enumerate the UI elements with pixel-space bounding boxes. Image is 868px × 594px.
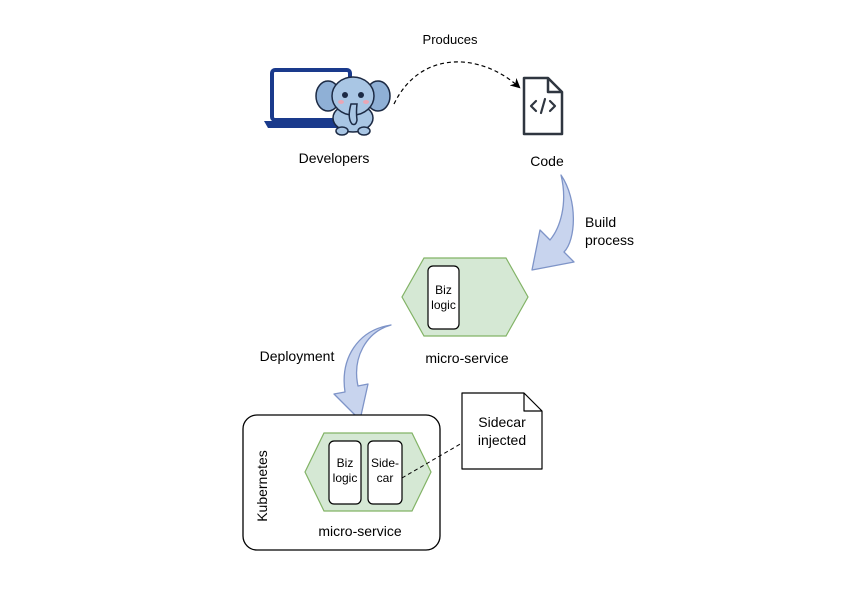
build-process-label-line1: Build <box>585 214 616 230</box>
code-label: Code <box>530 153 564 169</box>
microservice-hexagon-bottom: Biz logic Side- car <box>304 432 432 512</box>
biz-logic-bottom-line2: logic <box>333 471 358 485</box>
microservice-hexagon-top: Biz logic <box>401 257 529 337</box>
build-process-label-line2: process <box>585 232 634 248</box>
microservice-label-top: micro-service <box>425 350 508 366</box>
biz-logic-top-line2: logic <box>431 298 456 312</box>
produces-label: Produces <box>423 32 478 47</box>
biz-logic-box-top: Biz logic <box>427 265 460 330</box>
sidecar-box: Side- car <box>367 440 403 505</box>
deployment-label: Deployment <box>260 348 335 364</box>
kubernetes-label: Kubernetes <box>254 450 270 522</box>
produces-arrow <box>393 61 521 105</box>
build-process-arrow <box>531 174 575 271</box>
laptop-with-elephant-mascot-icon <box>264 68 391 136</box>
deployment-arrow <box>333 324 392 421</box>
elephant-mascot-icon <box>315 76 391 136</box>
biz-logic-box-bottom: Biz logic <box>328 440 362 505</box>
sidecar-line2: car <box>377 471 394 485</box>
biz-logic-bottom-line1: Biz <box>337 456 354 470</box>
kubernetes-container: Kubernetes Biz logic Side- car micro-ser… <box>242 414 441 551</box>
note-line2: injected <box>478 432 526 448</box>
microservice-label-bottom: micro-service <box>318 523 401 539</box>
sidecar-line1: Side- <box>371 456 399 470</box>
biz-logic-top-line1: Biz <box>435 283 452 297</box>
sidecar-injected-note: Sidecar injected <box>461 392 543 470</box>
developers-label: Developers <box>299 150 370 166</box>
code-file-icon <box>522 76 564 136</box>
note-line1: Sidecar <box>478 414 526 430</box>
sidecar-note-connector <box>401 442 463 479</box>
